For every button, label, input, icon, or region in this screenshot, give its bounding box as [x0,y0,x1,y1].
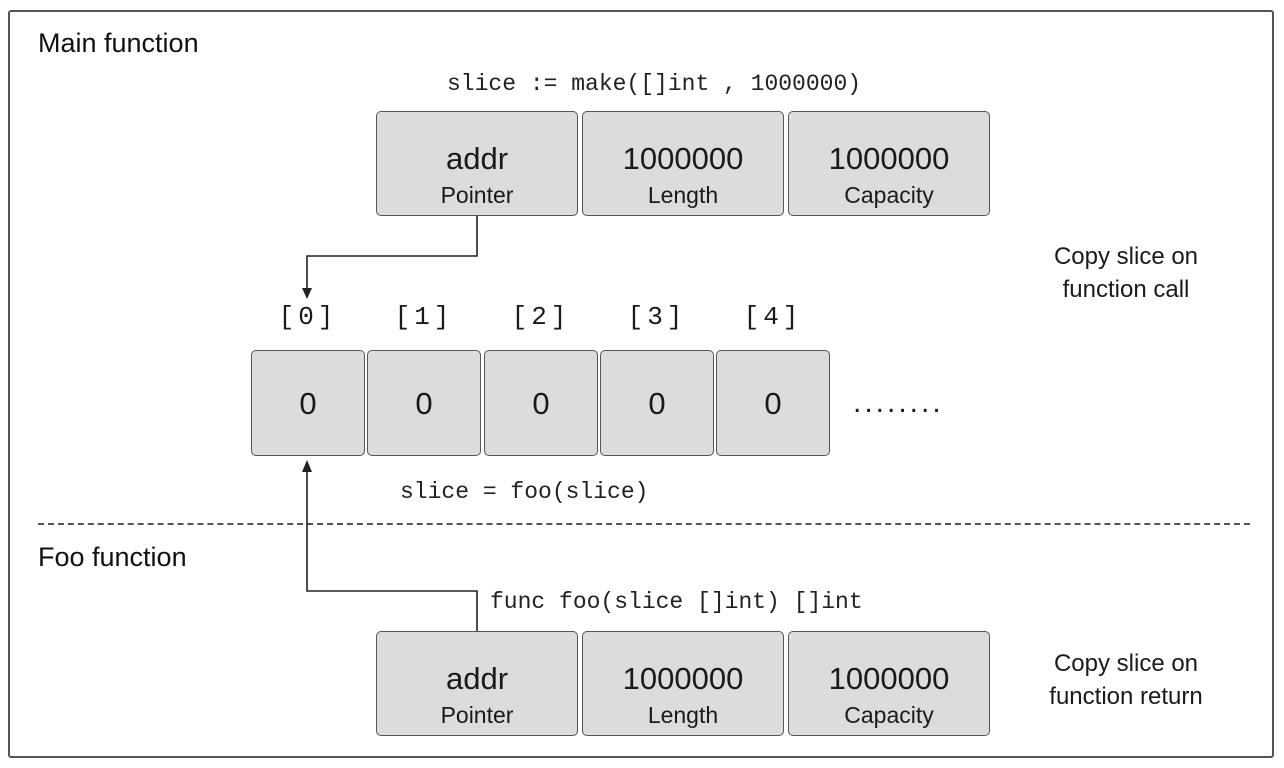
copy-on-return-note: Copy slice on function return [1011,647,1241,713]
array-ellipsis: ........ [853,386,944,419]
array-cell-2: 0 [484,350,598,456]
foo-pointer-value: addr [445,661,509,696]
make-slice-code: slice := make([]int , 1000000) [447,71,862,97]
array-cell-3: 0 [600,350,714,456]
foo-capacity-label: Capacity [844,702,934,728]
foo-length-value: 1000000 [622,661,744,696]
diagram-frame [8,10,1274,758]
array-index-2: [2] [511,302,571,332]
main-pointer-value: addr [445,141,509,176]
copy-on-call-line1: Copy slice on [1053,243,1199,270]
array-cell-0: 0 [251,350,365,456]
foo-length-box: 1000000 Length [582,631,784,736]
assign-slice-code: slice = foo(slice) [400,479,649,505]
array-index-1: [1] [394,302,454,332]
foo-pointer-box: addr Pointer [376,631,578,736]
section-divider [38,523,1250,525]
foo-pointer-label: Pointer [440,702,514,728]
array-index-0: [0] [278,302,338,332]
copy-on-return-line1: Copy slice on [1053,650,1199,677]
foo-pointer-arrow [306,468,478,631]
array-cell-4: 0 [716,350,830,456]
foo-capacity-value: 1000000 [828,661,950,696]
main-capacity-value: 1000000 [828,141,950,176]
main-length-label: Length [647,182,719,208]
main-pointer-arrowhead [302,288,312,299]
foo-pointer-arrowhead [302,460,312,472]
main-function-title: Main function [38,28,199,58]
array-index-3: [3] [627,302,687,332]
main-pointer-arrow [306,216,478,292]
main-capacity-box: 1000000 Capacity [788,111,990,216]
foo-length-label: Length [647,702,719,728]
copy-on-call-note: Copy slice on function call [1011,240,1241,306]
foo-signature-code: func foo(slice []int) []int [490,589,863,615]
main-capacity-label: Capacity [844,182,934,208]
array-index-4: [4] [743,302,803,332]
foo-capacity-box: 1000000 Capacity [788,631,990,736]
main-length-value: 1000000 [622,141,744,176]
main-pointer-label: Pointer [440,182,514,208]
copy-on-return-line2: function return [1049,683,1203,710]
main-length-box: 1000000 Length [582,111,784,216]
copy-on-call-line2: function call [1062,276,1190,303]
main-pointer-box: addr Pointer [376,111,578,216]
array-cell-1: 0 [367,350,481,456]
foo-function-title: Foo function [38,542,187,572]
